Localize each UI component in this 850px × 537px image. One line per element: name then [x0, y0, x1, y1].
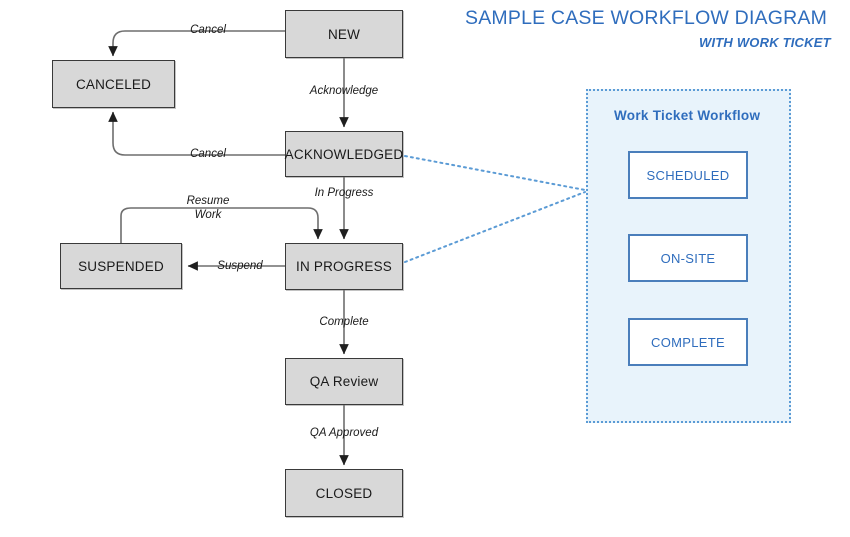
- case-node-acknowledged[interactable]: ACKNOWLEDGED: [285, 131, 403, 177]
- case-node-in-progress[interactable]: IN PROGRESS: [285, 243, 403, 290]
- edge-label-complete: Complete: [319, 316, 369, 328]
- work-ticket-panel-title: Work Ticket Workflow: [614, 108, 761, 123]
- work-ticket-node-label: ON-SITE: [660, 250, 716, 266]
- edge-label-acknowledge: Acknowledge: [309, 85, 379, 97]
- case-node-label: CLOSED: [315, 485, 373, 501]
- work-ticket-node-scheduled[interactable]: SCHEDULED: [628, 151, 748, 199]
- edge-label-resume-work: Resume Work: [186, 195, 230, 222]
- case-node-label: NEW: [327, 26, 361, 42]
- case-node-label: ACKNOWLEDGED: [284, 146, 404, 162]
- case-node-new[interactable]: NEW: [285, 10, 403, 58]
- case-node-qa-review[interactable]: QA Review: [285, 358, 403, 405]
- page-subtitle: WITH WORK TICKET: [699, 35, 831, 50]
- edge-label-cancel-from-new: Cancel: [190, 24, 226, 36]
- work-ticket-node-label: SCHEDULED: [646, 167, 730, 183]
- page-title: SAMPLE CASE WORKFLOW DIAGRAM: [465, 7, 828, 29]
- case-node-suspended[interactable]: SUSPENDED: [60, 243, 182, 289]
- case-node-label: CANCELED: [75, 76, 152, 92]
- case-node-label: IN PROGRESS: [296, 259, 392, 274]
- edge-label-qa-approved: QA Approved: [309, 427, 379, 439]
- work-ticket-node-label: COMPLETE: [651, 334, 725, 350]
- case-node-closed[interactable]: CLOSED: [285, 469, 403, 517]
- case-node-label: QA Review: [309, 374, 379, 389]
- link-in-progress-to-work-ticket: [404, 191, 586, 263]
- work-ticket-node-complete[interactable]: COMPLETE: [628, 318, 748, 366]
- link-acknowledged-to-work-ticket: [404, 155, 586, 191]
- work-ticket-node-on-site[interactable]: ON-SITE: [628, 234, 748, 282]
- edge-label-cancel-from-acknowledged: Cancel: [190, 148, 226, 160]
- edge-label-suspend: Suspend: [217, 260, 263, 272]
- edge-label-in-progress: In Progress: [314, 187, 374, 199]
- case-node-canceled[interactable]: CANCELED: [52, 60, 175, 108]
- case-node-label: SUSPENDED: [78, 258, 164, 274]
